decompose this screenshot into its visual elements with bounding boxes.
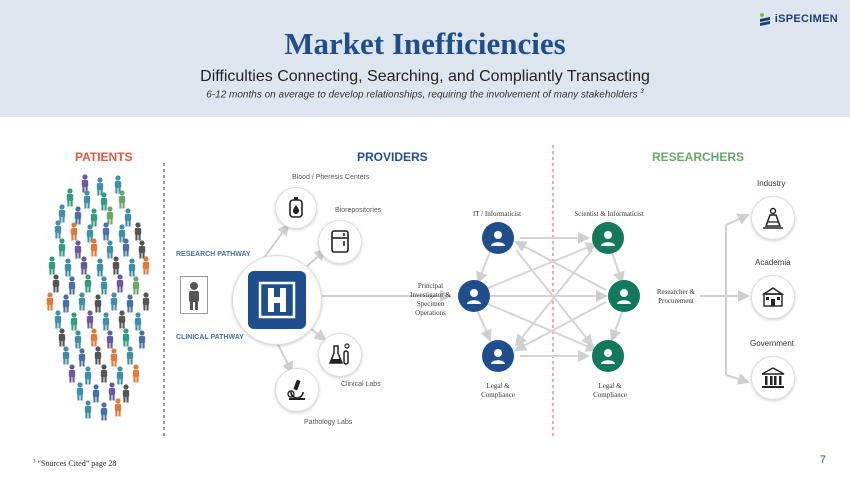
researcher-procurement-label: Researcher & Procurement xyxy=(656,288,696,305)
legal-right-label: Legal & Compliance xyxy=(593,382,627,399)
header-note-ref: 3 xyxy=(640,89,644,95)
industry-label: Industry xyxy=(757,179,786,188)
scientist-label: Scientist & Informaticist xyxy=(574,210,644,218)
academia-node xyxy=(751,275,795,319)
government-node xyxy=(751,356,795,400)
user-icon xyxy=(601,231,615,246)
user-icon xyxy=(491,231,505,246)
researchers-heading: RESEARCHERS xyxy=(652,150,745,164)
blood-center-label: Blood / Pheresis Centers xyxy=(292,174,370,181)
footnote-ref: 3 xyxy=(33,459,36,465)
industry-node xyxy=(751,196,795,240)
person-icon xyxy=(189,282,199,310)
patient-figures xyxy=(46,174,150,421)
page-subtitle: Difficulties Connecting, Searching, and … xyxy=(200,68,650,85)
industry-lab-icon xyxy=(763,207,783,229)
user-icon xyxy=(491,349,505,364)
biorepository-node xyxy=(318,220,362,264)
legal-left-label: Legal & Compliance xyxy=(481,382,515,399)
government-label: Government xyxy=(750,339,795,348)
school-icon xyxy=(761,287,785,307)
clinical-lab-node xyxy=(318,333,362,377)
academia-label: Academia xyxy=(755,258,791,267)
principal-investigator-label: Principal Investigator & Specimen Operat… xyxy=(410,282,451,317)
clinical-lab-label: Clinical Labs xyxy=(341,381,381,388)
clinical-pathway-label: CLINICAL PATHWAY xyxy=(176,334,244,341)
page-number: 7 xyxy=(819,454,826,466)
header-note-text: 6-12 months on average to develop relati… xyxy=(206,89,638,101)
freezer-icon xyxy=(331,230,349,253)
user-icon xyxy=(617,289,631,304)
hospital-icon xyxy=(248,271,306,329)
header-note: 6-12 months on average to develop relati… xyxy=(0,89,850,100)
it-informaticist-node xyxy=(482,222,514,254)
blood-bag-icon xyxy=(289,197,303,218)
lab-flask-icon xyxy=(328,343,350,365)
logo-text: iSPECIMEN xyxy=(774,13,838,25)
research-pathway-label: RESEARCH PATHWAY xyxy=(176,251,251,258)
page-title: Market Inefficiencies xyxy=(284,26,566,61)
blood-center-node xyxy=(275,187,317,229)
user-icon xyxy=(467,289,481,304)
scientist-node xyxy=(592,222,624,254)
pathology-lab-node xyxy=(275,368,319,412)
pathology-lab-label: Pathology Labs xyxy=(304,419,353,426)
company-logo: iSPECIMEN xyxy=(758,12,838,26)
researcher-procurement-node xyxy=(608,280,640,312)
microscope-icon xyxy=(287,379,305,400)
patients-heading: PATIENTS xyxy=(75,150,133,164)
header-band xyxy=(0,0,850,117)
pathway-person-box xyxy=(180,276,208,314)
hospital-node xyxy=(232,255,322,345)
providers-heading: PROVIDERS xyxy=(357,150,428,164)
it-informaticist-label: IT / Informaticist xyxy=(472,210,522,218)
biorepository-label: Biorepositories xyxy=(335,207,382,214)
government-building-icon xyxy=(761,367,785,388)
footnote: 3 “Sources Cited” page 28 xyxy=(33,459,116,468)
user-icon xyxy=(601,349,615,364)
principal-investigator-node xyxy=(458,280,490,312)
legal-left-node xyxy=(482,340,514,372)
logo-mark-icon xyxy=(759,13,770,26)
footnote-text: “Sources Cited” page 28 xyxy=(37,459,117,468)
legal-right-node xyxy=(592,340,624,372)
